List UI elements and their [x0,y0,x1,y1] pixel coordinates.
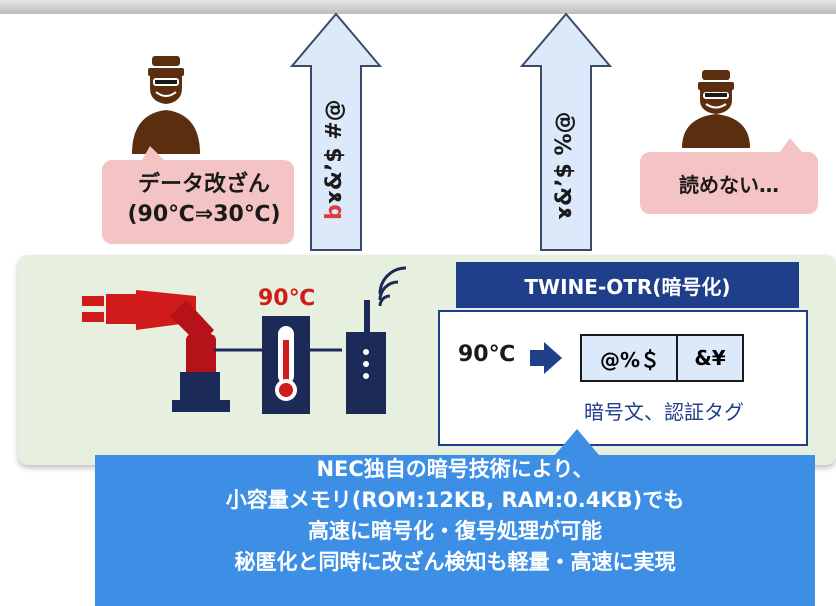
cipher-box-2: &¥ [676,334,744,382]
callout-line-3: 高速に暗号化・復号処理が可能 [308,519,602,543]
router-icon [346,266,407,414]
attacker-left-icon [132,56,200,154]
sensor-temperature: 90℃ [258,286,316,311]
left-speech-bubble [102,146,294,244]
robot-arm-icon [82,290,262,412]
callout-line-2: 小容量メモリ(ROM:12KB, RAM:0.4KB)でも [225,488,685,512]
callout-line-1: NEC独自の暗号技術により、 [316,457,594,481]
twine-title: TWINE-OTR(暗号化) [524,274,731,299]
twine-input-value: 90℃ [458,342,516,367]
right-up-arrow [519,12,613,251]
right-arrow-icon [530,342,562,374]
twine-header: TWINE-OTR(暗号化) [456,262,799,308]
cipher-part1: @%＄ [599,347,661,372]
cipher-part2: &¥ [694,346,726,370]
left-bubble-line2: (90℃⇒30℃) [127,202,281,227]
callout-text: NEC独自の暗号技術により、 小容量メモリ(ROM:12KB, RAM:0.4K… [95,454,815,578]
cipher-caption: 暗号文、認証タグ [584,400,744,424]
right-speech-bubble [640,138,818,214]
left-up-arrow [289,12,383,251]
callout-box [95,429,815,606]
cipher-box-1: @%＄ [580,334,680,382]
thermometer-sensor-icon [262,316,342,414]
callout-line-4: 秘匿化と同時に改ざん検知も軽量・高速に実現 [234,550,676,574]
left-bubble-line1: データ改ざん [137,172,270,197]
left-bubble-text: データ改ざん (90℃⇒30℃) [104,170,304,230]
right-bubble-text: 読めない… [679,173,779,197]
attacker-right-icon [682,70,750,148]
top-border [0,0,836,14]
